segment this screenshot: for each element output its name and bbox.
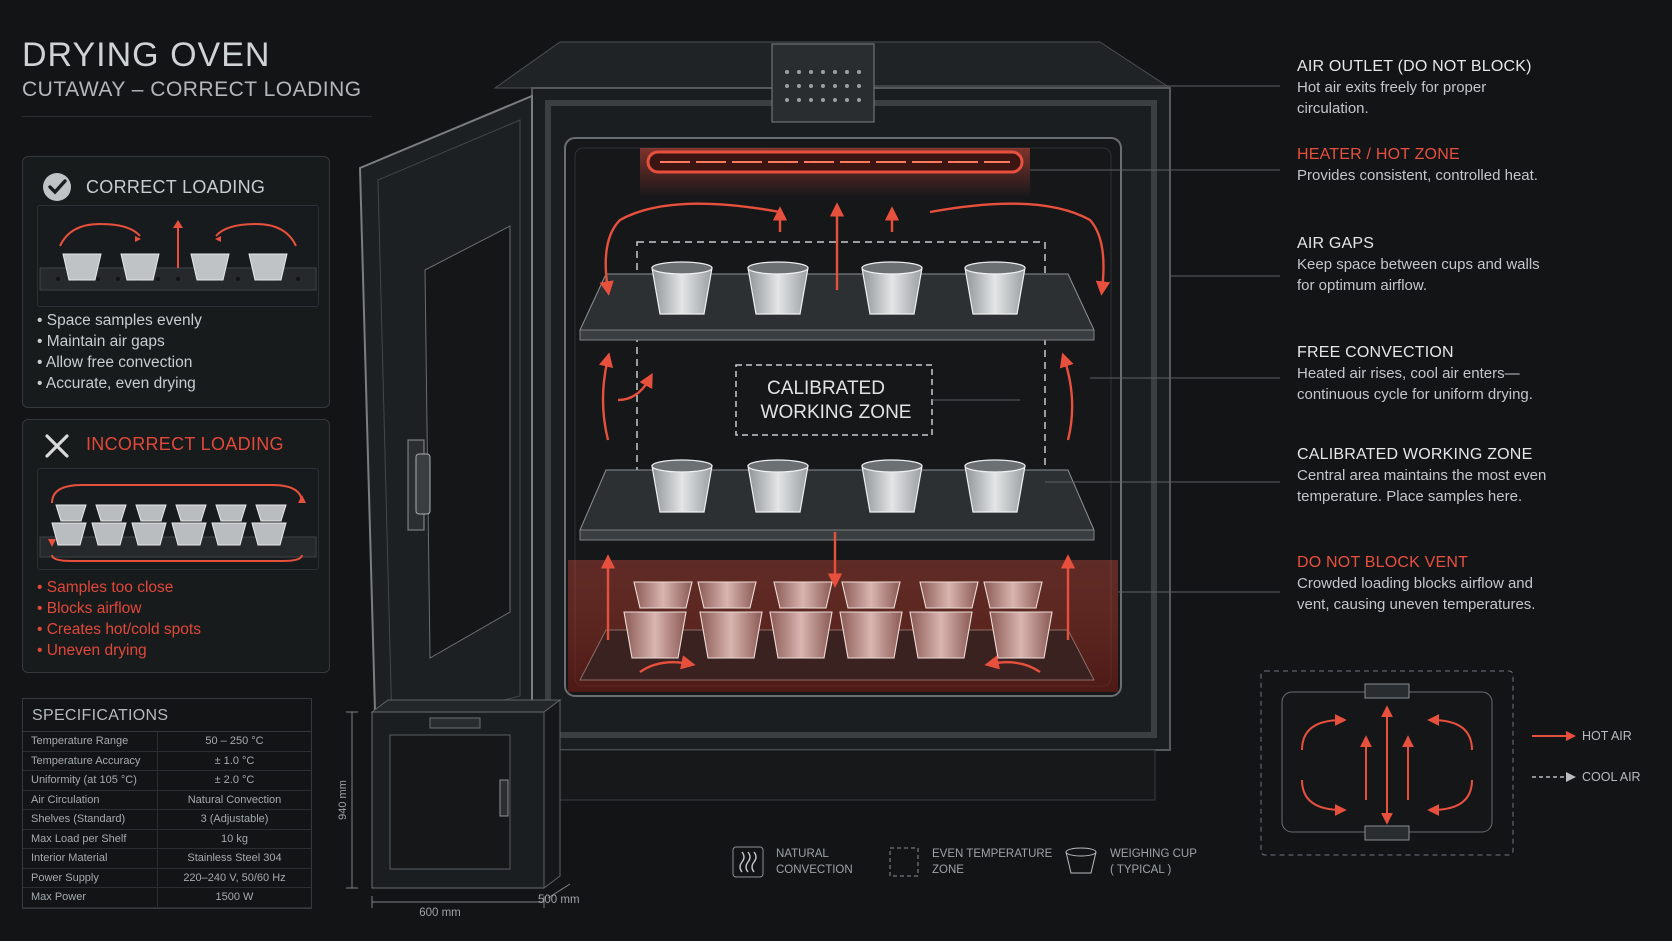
list-item: Maintain air gaps <box>37 331 202 352</box>
callout-do-not-block-vent: DO NOT BLOCK VENT Crowded loading blocks… <box>1297 554 1536 613</box>
callout-air-outlet: AIR OUTLET (DO NOT BLOCK) Hot air exits … <box>1297 58 1532 117</box>
specifications-title: SPECIFICATIONS <box>23 699 311 732</box>
incorrect-loading-bullets: Samples too close Blocks airflow Creates… <box>37 577 201 661</box>
dimension-depth: 500 mm <box>538 894 580 906</box>
callout-heater: HEATER / HOT ZONE Provides consistent, c… <box>1297 146 1538 184</box>
weighing-cups-crowded <box>623 581 1053 659</box>
title-divider <box>22 116 372 117</box>
legend-even-temperature-zone: EVEN TEMPERATURE ZONE <box>932 848 1053 876</box>
callout-free-convection: FREE CONVECTION Heated air rises, cool a… <box>1297 344 1533 403</box>
list-item: Space samples evenly <box>37 310 202 331</box>
weighing-cups-middle <box>651 459 1026 513</box>
calibrated-zone-label-line1: CALIBRATED <box>767 378 885 399</box>
list-item: Uneven drying <box>37 640 201 661</box>
legend-natural-convection: NATURAL CONVECTION <box>776 848 853 876</box>
calibrated-zone-label-line2: WORKING ZONE <box>761 402 912 423</box>
dimension-lines <box>346 711 571 908</box>
table-row: Uniformity (at 105 °C)± 2.0 °C <box>23 770 311 791</box>
dimension-width: 600 mm <box>419 907 461 919</box>
hot-air-label: HOT AIR <box>1582 729 1632 743</box>
correct-loading-bullets: Space samples evenly Maintain air gaps A… <box>37 310 202 394</box>
door-handle-icon[interactable] <box>415 453 431 515</box>
incorrect-loading-panel: INCORRECT LOADING Samples too close Bloc… <box>22 419 330 673</box>
list-item: Creates hot/cold spots <box>37 619 201 640</box>
page-title: DRYING OVEN <box>22 36 271 74</box>
legend-weighing-cup: WEIGHING CUP ( TYPICAL ) <box>1110 848 1197 876</box>
dimension-height: 940 mm <box>337 780 349 820</box>
weighing-cup-icon <box>1065 847 1097 874</box>
check-circle-icon <box>41 171 73 208</box>
correct-loading-panel: CORRECT LOADING Space samples evenly Mai… <box>22 156 330 408</box>
list-item: Allow free convection <box>37 352 202 373</box>
table-row: Shelves (Standard)3 (Adjustable) <box>23 809 311 830</box>
list-item: Samples too close <box>37 577 201 598</box>
airflow-mini-diagram <box>1260 670 1514 856</box>
x-icon <box>43 432 71 465</box>
correct-loading-illustration <box>37 205 319 307</box>
cool-air-arrow-icon <box>1532 772 1576 782</box>
heater-element <box>640 148 1030 198</box>
table-row: Temperature Accuracy± 1.0 °C <box>23 751 311 771</box>
list-item: Accurate, even drying <box>37 373 202 394</box>
weighing-cups-upper <box>651 261 1026 315</box>
page-subtitle: CUTAWAY – CORRECT LOADING <box>22 78 362 101</box>
small-oven-illustration <box>370 699 562 889</box>
correct-loading-title: CORRECT LOADING <box>86 177 266 197</box>
oven-door <box>358 94 533 750</box>
natural-convection-icon <box>732 846 764 878</box>
hot-air-arrow-icon <box>1532 731 1576 741</box>
calibrated-zone-label-box <box>735 364 933 436</box>
callout-leader-lines <box>874 85 1280 593</box>
callout-air-gaps: AIR GAPS Keep space between cups and wal… <box>1297 235 1540 294</box>
incorrect-loading-title: INCORRECT LOADING <box>86 434 284 454</box>
even-temperature-zone-icon <box>889 847 919 877</box>
convection-arrows <box>598 202 1111 673</box>
incorrect-loading-illustration <box>37 468 319 570</box>
list-item: Blocks airflow <box>37 598 201 619</box>
callout-calibrated-zone: CALIBRATED WORKING ZONE Central area mai… <box>1297 446 1547 505</box>
cool-air-label: COOL AIR <box>1582 770 1641 784</box>
air-outlet-vent <box>771 43 875 123</box>
